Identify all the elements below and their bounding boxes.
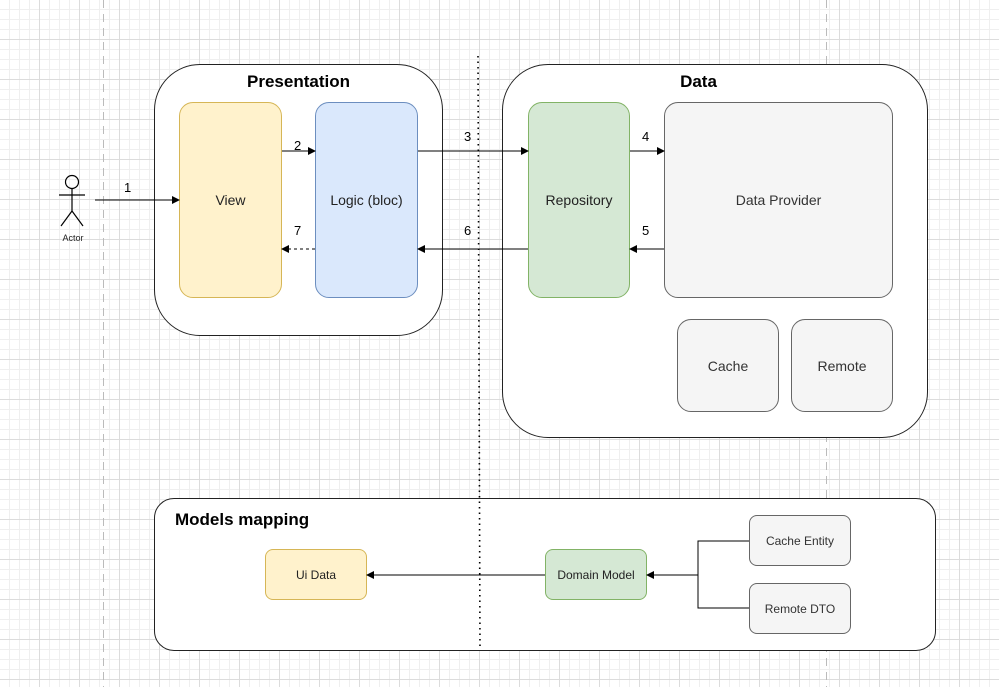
step-label-4: 4 xyxy=(642,129,650,144)
view-box: View xyxy=(179,102,282,298)
step-label-6: 6 xyxy=(464,223,472,238)
data-title: Data xyxy=(680,72,717,91)
remote-dto-box: Remote DTO xyxy=(749,583,851,634)
step-label-5: 5 xyxy=(642,223,650,238)
cache-box: Cache xyxy=(677,319,779,412)
repository-box: Repository xyxy=(528,102,630,298)
step-label-3: 3 xyxy=(464,129,472,144)
step-label-1: 1 xyxy=(124,180,132,195)
data-provider-box: Data Provider xyxy=(664,102,893,298)
step-label-2: 2 xyxy=(294,138,302,153)
step-label-7: 7 xyxy=(294,223,302,238)
actor-icon xyxy=(59,174,85,227)
ui-data-box: Ui Data xyxy=(265,549,367,600)
logic-bloc-box: Logic (bloc) xyxy=(315,102,418,298)
models-mapping-title: Models mapping xyxy=(175,510,310,529)
presentation-title: Presentation xyxy=(247,72,350,91)
actor-label: Actor xyxy=(62,233,84,243)
layer-boundary-separator xyxy=(477,55,481,651)
remote-box: Remote xyxy=(791,319,893,412)
connector-entity-dto-bracket xyxy=(697,540,749,609)
cache-entity-box: Cache Entity xyxy=(749,515,851,566)
